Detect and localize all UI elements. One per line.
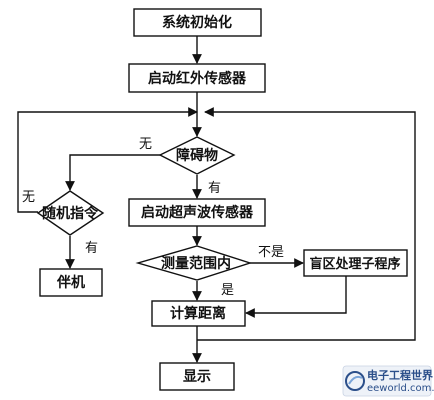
node-ultrasonic-box [128, 198, 266, 227]
node-blind-label: 盲区处理子程序 [309, 256, 400, 272]
node-obstacle-diamond [158, 136, 236, 175]
edge-random-no-loop [17, 107, 198, 213]
node-range-diamond [135, 245, 253, 281]
edge-obstacle-no [65, 154, 160, 191]
node-init-box [133, 8, 262, 37]
node-display-label: 显示 [183, 369, 211, 385]
node-companion-box [39, 268, 103, 297]
watermark-title: 电子工程世界 [367, 368, 433, 382]
node-companion-label: 伴机 [56, 274, 85, 291]
watermark-logo-icon [345, 371, 365, 391]
edge-blind-to-compute [245, 276, 347, 318]
edge-label-random-no: 无 [22, 190, 35, 205]
node-display-box [159, 362, 235, 391]
edge-label-obstacle-no: 无 [139, 137, 152, 152]
edge-label-range-no: 不是 [258, 245, 284, 260]
edge-label-random-yes: 有 [85, 241, 98, 256]
node-obstacle-label: 障碍物 [176, 147, 218, 164]
node-infrared-label: 启动红外传感器 [148, 70, 247, 87]
edge-label-obstacle-yes: 有 [208, 181, 221, 196]
watermark-background [342, 365, 432, 397]
watermark: 电子工程世界 eeworld.com.cn [342, 365, 434, 397]
node-ultrasonic-label: 启动超声波传感器 [141, 204, 254, 221]
node-blind-box [303, 249, 408, 277]
node-infrared-box [128, 63, 266, 93]
node-compute-label: 计算距离 [170, 305, 226, 322]
watermark-url: eeworld.com.cn [367, 383, 434, 394]
node-random-label: 随机指令 [42, 205, 99, 222]
node-init-label: 系统初始化 [162, 14, 232, 31]
node-random-diamond [36, 190, 105, 236]
connectors [17, 36, 416, 363]
edge-label-range-yes: 是 [221, 283, 234, 298]
watermark-logo-swoosh-icon [348, 375, 363, 385]
node-range-label: 测量范围内 [161, 255, 231, 272]
node-compute-box [151, 300, 246, 327]
edge-right-loop [197, 107, 416, 341]
